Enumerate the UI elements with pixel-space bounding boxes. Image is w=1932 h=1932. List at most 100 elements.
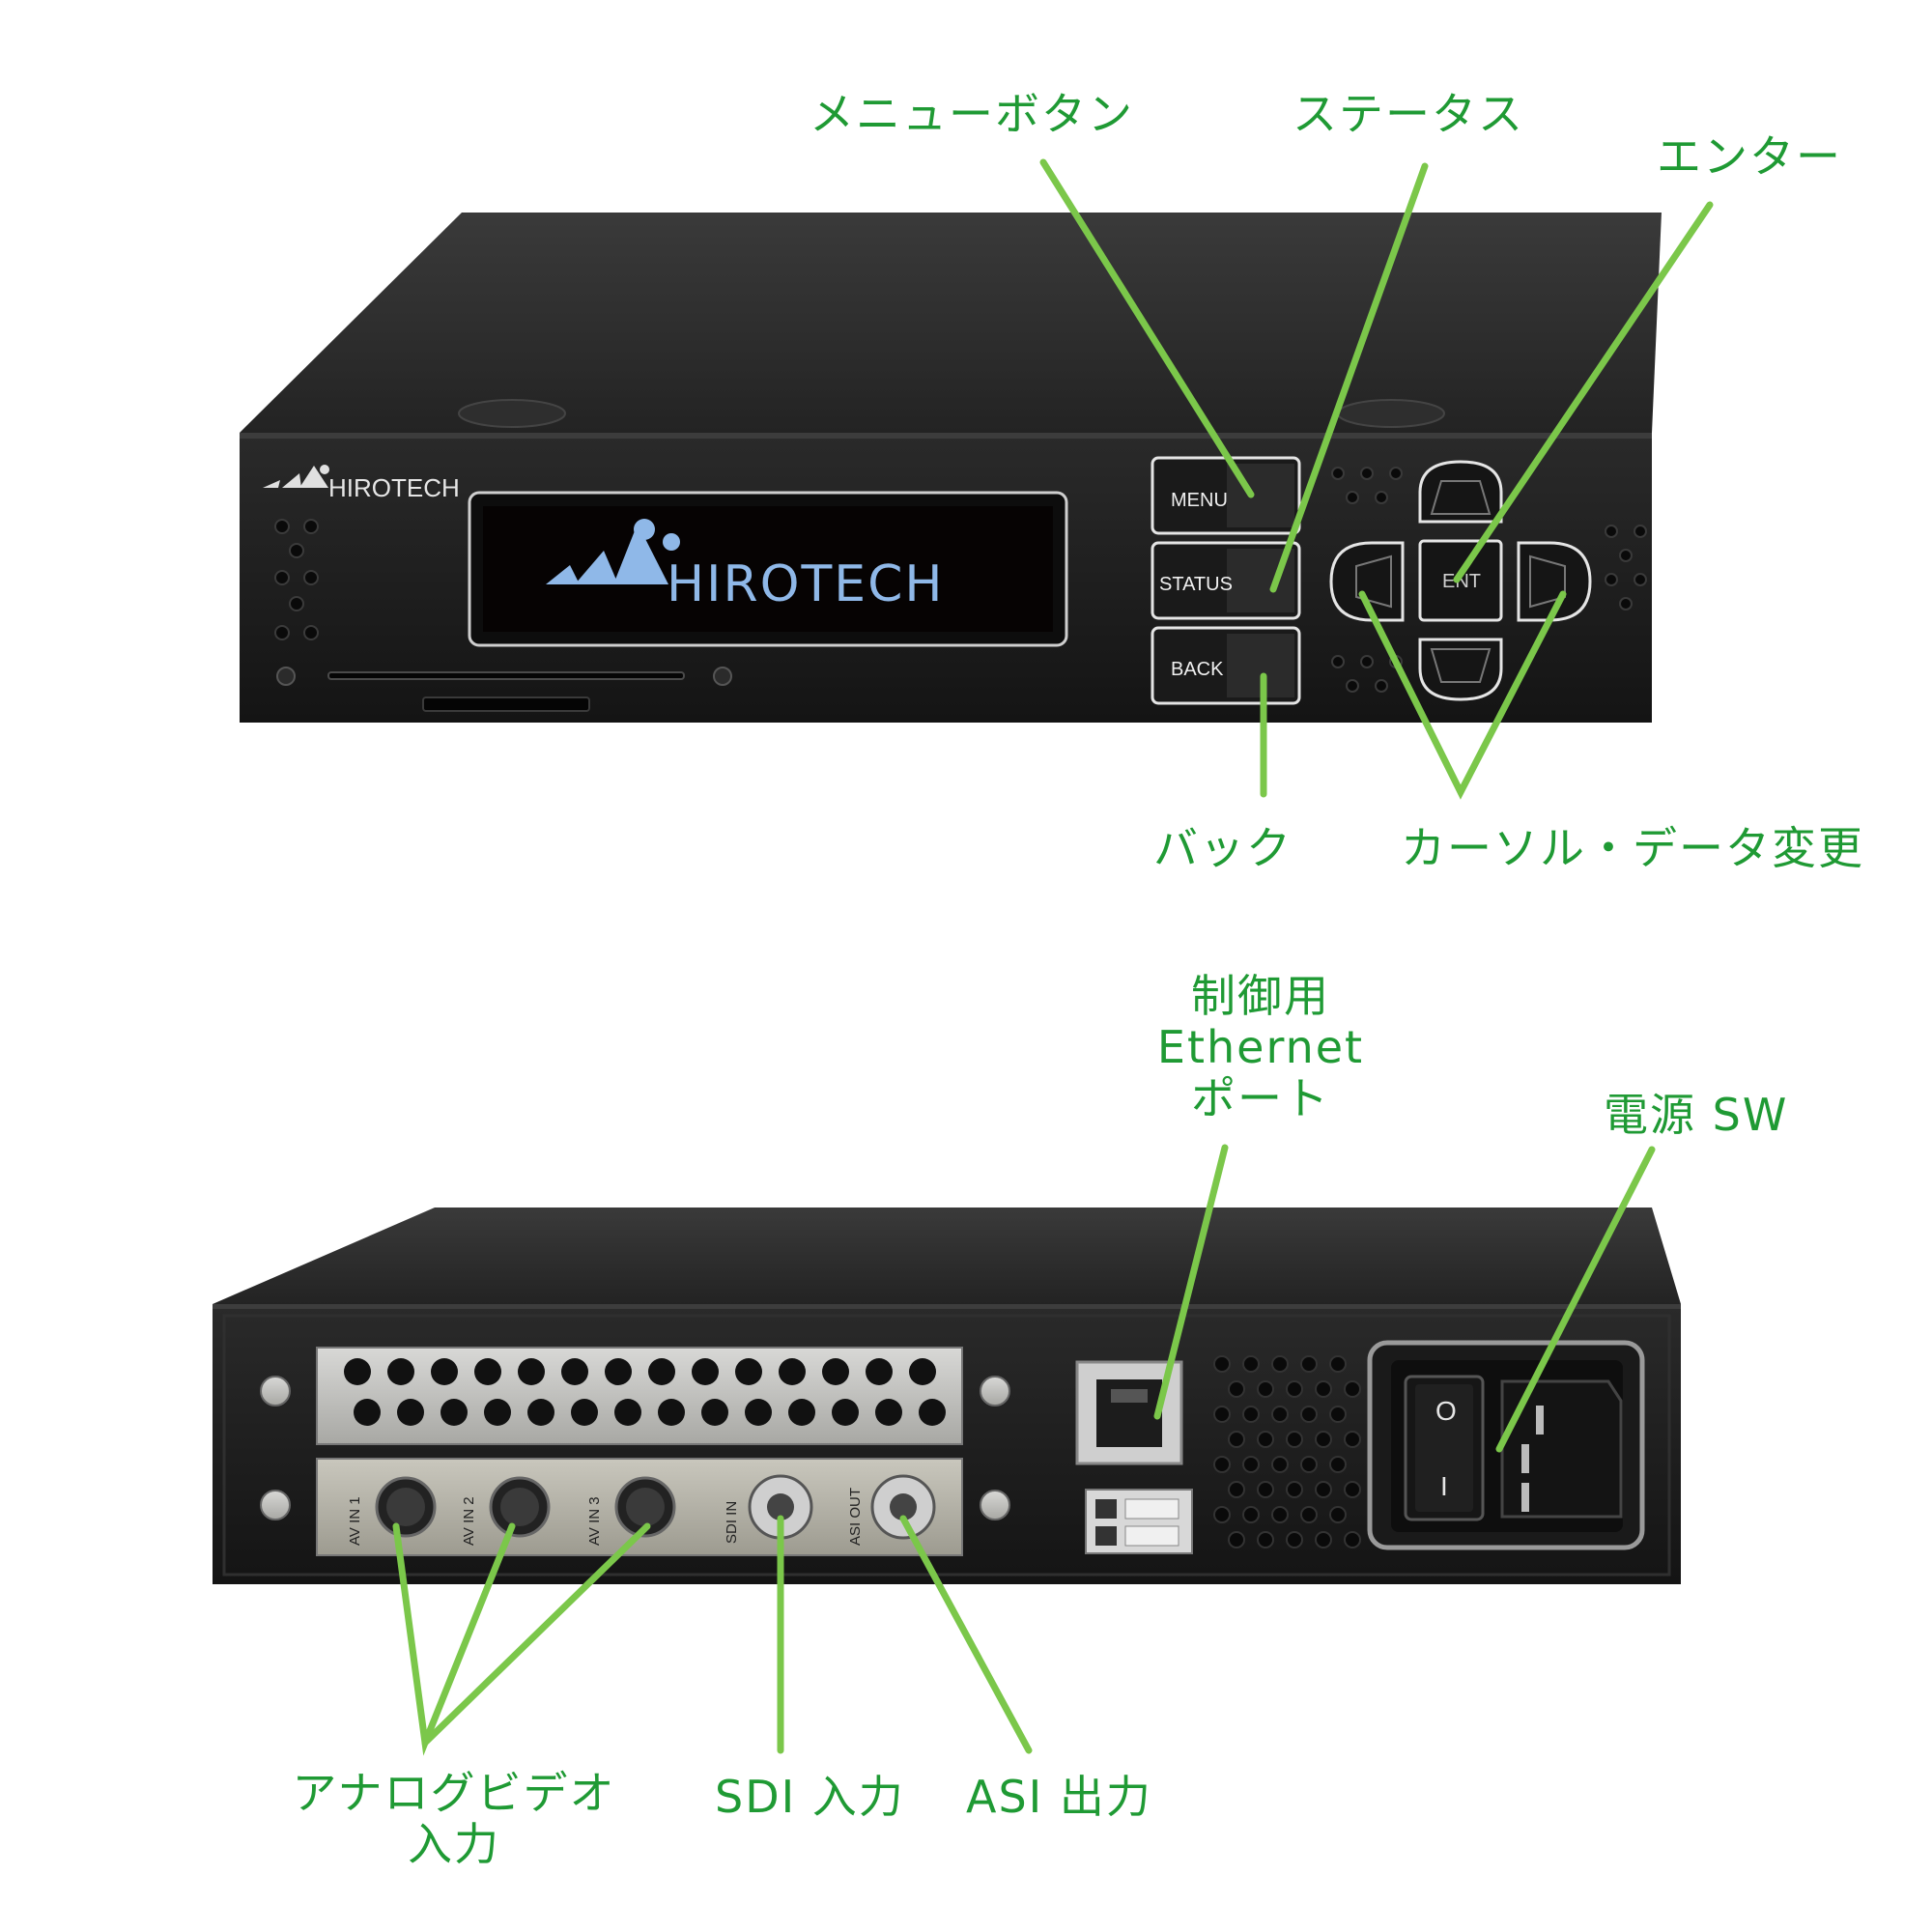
front-chassis-top xyxy=(240,213,1662,433)
power-switch[interactable]: O I xyxy=(1404,1375,1485,1521)
av-in-2-label: AV IN 2 xyxy=(461,1496,477,1546)
vent-hole xyxy=(1300,1456,1318,1473)
vent-hole xyxy=(866,1358,893,1385)
leader-cursor xyxy=(1358,590,1567,800)
up-arrow-button[interactable] xyxy=(1418,460,1503,524)
enter-button[interactable]: ENT xyxy=(1418,539,1503,622)
vent-hole xyxy=(1286,1380,1303,1398)
card-slot xyxy=(327,671,685,680)
sdi-in-label: SDI IN xyxy=(724,1501,740,1544)
vent-hole xyxy=(779,1358,806,1385)
vent-hole xyxy=(518,1358,545,1385)
callout-control-ethernet-line3: ポート xyxy=(1191,1071,1330,1124)
vent-hole xyxy=(1286,1531,1303,1548)
brand-logo-text: HIROTECH xyxy=(328,473,460,502)
screw-icon xyxy=(713,667,732,686)
callout-analog-video: アナログビデオ 入力 xyxy=(280,1768,628,1870)
screw-icon xyxy=(276,667,296,686)
vent-hole xyxy=(1257,1531,1274,1548)
vent-hole xyxy=(1329,1456,1347,1473)
vent-hole xyxy=(1344,1481,1361,1498)
vent-hole xyxy=(1329,1355,1347,1373)
callout-enter: エンター xyxy=(1657,130,1842,183)
vent-hole xyxy=(397,1399,424,1426)
vent-hole xyxy=(440,1399,468,1426)
terminal-block xyxy=(1085,1489,1193,1554)
vent-hole xyxy=(1329,1406,1347,1423)
vent-hole xyxy=(909,1358,936,1385)
vent-hole xyxy=(1271,1355,1289,1373)
plate-vent-holes xyxy=(344,1358,946,1426)
menu-button[interactable]: MENU xyxy=(1151,456,1301,535)
av-in-3-port: AV IN 3 xyxy=(586,1476,676,1546)
vent-hole xyxy=(1344,1431,1361,1448)
brand-logo-icon xyxy=(263,465,329,488)
vent-hole xyxy=(788,1399,815,1426)
vent-hole xyxy=(1271,1506,1289,1523)
blank-slot-plate xyxy=(316,1347,963,1445)
vent-hole xyxy=(1213,1355,1231,1373)
av-in-3-label: AV IN 3 xyxy=(586,1496,603,1546)
vent-hole xyxy=(701,1399,728,1426)
vent-hole xyxy=(875,1399,902,1426)
menu-button-label: MENU xyxy=(1171,490,1228,511)
av-in-2-port: AV IN 2 xyxy=(461,1476,551,1546)
callout-sdi-input: SDI 入力 xyxy=(715,1771,905,1823)
vent-hole xyxy=(1228,1431,1245,1448)
callout-control-ethernet-line1: 制御用 xyxy=(1191,970,1330,1022)
vent-hole xyxy=(1228,1531,1245,1548)
vent-hole xyxy=(1315,1481,1332,1498)
callout-menu-button: メニューボタン xyxy=(810,88,1134,140)
vent-hole xyxy=(1213,1406,1231,1423)
lcd-screen xyxy=(483,506,1053,632)
vent-hole xyxy=(1242,1456,1260,1473)
vent-hole xyxy=(1315,1431,1332,1448)
leader-status xyxy=(1269,162,1429,593)
vent-hole xyxy=(1257,1481,1274,1498)
left-arrow-button[interactable] xyxy=(1329,541,1405,622)
display-logo-icon xyxy=(546,519,680,584)
vent-hole xyxy=(527,1399,554,1426)
left-vent xyxy=(274,519,319,640)
vent-hole xyxy=(1344,1380,1361,1398)
power-switch-off-label: O xyxy=(1435,1396,1457,1426)
sd-slot xyxy=(422,696,590,712)
right-arrow-button[interactable] xyxy=(1517,541,1592,622)
callout-analog-video-line1: アナログビデオ xyxy=(292,1767,616,1819)
vent-hole xyxy=(1286,1431,1303,1448)
vent-hole xyxy=(387,1358,414,1385)
leader-power xyxy=(1495,1146,1656,1453)
vent-hole xyxy=(605,1358,632,1385)
back-button[interactable]: BACK xyxy=(1151,626,1301,705)
vent-hole xyxy=(354,1399,381,1426)
vent-hole xyxy=(474,1358,501,1385)
power-switch-on-label: I xyxy=(1440,1471,1448,1501)
vent-hole xyxy=(1242,1506,1260,1523)
callout-back: バック xyxy=(1153,822,1293,874)
asi-out-label: ASI OUT xyxy=(847,1488,864,1546)
callout-control-ethernet: 制御用 Ethernet ポート xyxy=(1140,971,1381,1124)
vent-hole xyxy=(614,1399,641,1426)
front-unit: HIROTECH HIROTECH MENU xyxy=(240,213,1662,723)
vent-hole xyxy=(1329,1506,1347,1523)
vent-hole xyxy=(1315,1531,1332,1548)
leader-enter xyxy=(1453,201,1714,583)
rear-vent xyxy=(1213,1355,1361,1548)
vent-hole xyxy=(1213,1506,1231,1523)
vent-hole xyxy=(832,1399,859,1426)
screw-icon xyxy=(260,1376,1010,1520)
down-arrow-button[interactable] xyxy=(1418,638,1503,701)
vent-hole xyxy=(1271,1406,1289,1423)
rear-unit: AV IN 1 AV IN 2 AV IN 3 SDI IN ASI OUT xyxy=(213,1208,1681,1584)
leader-asi xyxy=(899,1515,1033,1754)
vent-hole xyxy=(1257,1431,1274,1448)
vent-hole xyxy=(822,1358,849,1385)
vent-hole xyxy=(1344,1531,1361,1548)
callout-control-ethernet-line2: Ethernet xyxy=(1156,1020,1365,1073)
callout-power-sw: 電源 SW xyxy=(1604,1089,1789,1141)
callout-cursor-data-change: カーソル・データ変更 xyxy=(1401,822,1864,874)
leader-menu xyxy=(1039,158,1255,498)
vent-hole xyxy=(1242,1406,1260,1423)
vent-hole xyxy=(344,1358,371,1385)
